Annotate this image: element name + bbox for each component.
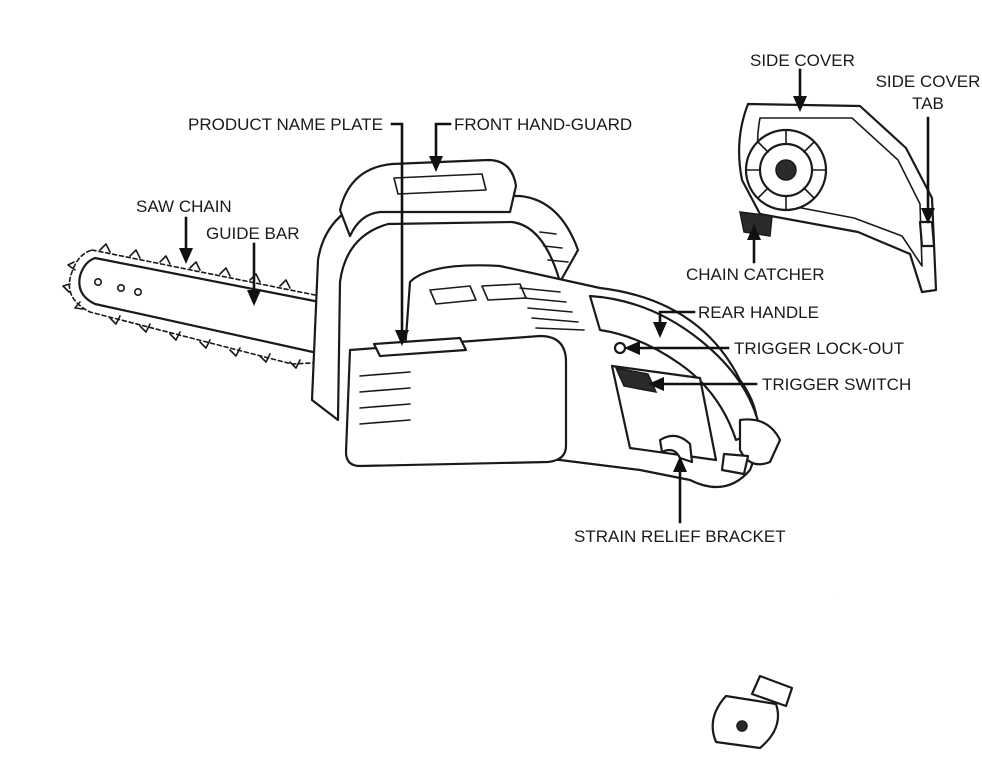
arrow-strain-relief-bracket bbox=[673, 456, 687, 472]
trigger-opening bbox=[610, 364, 718, 462]
rear-handle-loop-hole bbox=[720, 452, 750, 476]
guide-bar-and-chain bbox=[62, 243, 341, 369]
saw-chain-outline bbox=[68, 249, 341, 365]
sprocket-teeth bbox=[745, 129, 827, 211]
label-front-hand-guard: FRONT HAND-GUARD bbox=[454, 115, 632, 134]
sprocket-inner bbox=[775, 159, 797, 181]
hand-guard-slot bbox=[393, 173, 487, 195]
trigger-switch-shape bbox=[614, 366, 658, 394]
name-plate-shape bbox=[372, 336, 468, 358]
arrow-trigger-lock-out bbox=[624, 341, 640, 355]
chain-teeth-nose bbox=[62, 261, 84, 310]
chain-teeth-bottom bbox=[109, 315, 301, 369]
part-labels: PRODUCT NAME PLATE FRONT HAND-GUARD SAW … bbox=[136, 51, 980, 546]
label-saw-chain: SAW CHAIN bbox=[136, 197, 232, 216]
label-side-cover-tab-line1: SIDE COVER bbox=[876, 72, 981, 91]
cord-line bbox=[769, 449, 837, 691]
chainsaw-body bbox=[310, 158, 782, 489]
label-guide-bar: GUIDE BAR bbox=[206, 224, 300, 243]
plug-pin bbox=[736, 720, 748, 732]
guide-bar-hole-2 bbox=[117, 283, 126, 292]
arrow-rear-handle bbox=[653, 322, 667, 338]
side-cover-tab-shape bbox=[918, 220, 936, 248]
guide-bar-hole-1 bbox=[94, 277, 103, 286]
chain-teeth-top bbox=[99, 243, 291, 289]
motor-cover bbox=[344, 334, 568, 468]
leader-front-hand-guard bbox=[434, 122, 452, 164]
arrow-side-cover bbox=[793, 96, 807, 112]
chain-catcher-shape bbox=[739, 211, 773, 237]
top-vents bbox=[429, 231, 569, 305]
label-side-cover-tab-line2: TAB bbox=[912, 94, 944, 113]
label-trigger-switch: TRIGGER SWITCH bbox=[762, 375, 911, 394]
strain-relief-hook bbox=[658, 434, 694, 464]
motor-cover-vents bbox=[359, 371, 411, 425]
guide-bar-hole-3 bbox=[134, 287, 143, 296]
grip-ribs bbox=[519, 287, 585, 331]
side-cover-inset bbox=[738, 102, 938, 294]
power-cord bbox=[711, 448, 838, 750]
cord-line-inner bbox=[769, 448, 838, 692]
cord-strain-relief bbox=[750, 674, 794, 708]
arrow-guide-bar bbox=[247, 290, 261, 306]
label-trigger-lock-out: TRIGGER LOCK-OUT bbox=[734, 339, 904, 358]
label-product-name-plate: PRODUCT NAME PLATE bbox=[188, 115, 383, 134]
front-hand-guard-shape bbox=[338, 158, 518, 238]
leader-lines bbox=[179, 68, 935, 524]
label-chain-catcher: CHAIN CATCHER bbox=[686, 265, 825, 284]
label-rear-handle: REAR HANDLE bbox=[698, 303, 819, 322]
arrow-product-name-plate bbox=[395, 330, 409, 346]
arrow-saw-chain bbox=[179, 248, 193, 264]
label-strain-relief-bracket: STRAIN RELIEF BRACKET bbox=[574, 527, 786, 546]
arrow-trigger-switch bbox=[648, 377, 664, 391]
guide-bar-body bbox=[78, 256, 332, 356]
arrow-chain-catcher bbox=[747, 224, 761, 240]
label-side-cover: SIDE COVER bbox=[750, 51, 855, 70]
leader-product-name-plate bbox=[390, 122, 404, 342]
arrow-front-hand-guard bbox=[429, 156, 443, 172]
leader-rear-handle bbox=[658, 310, 696, 326]
arrow-side-cover-tab bbox=[921, 208, 935, 224]
trigger-lockout-button bbox=[613, 341, 627, 355]
